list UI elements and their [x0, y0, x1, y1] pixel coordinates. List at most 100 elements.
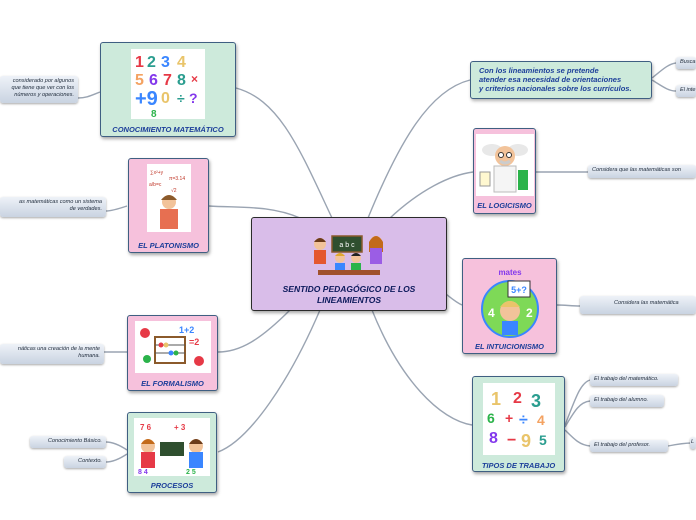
svg-text:8 4: 8 4: [138, 469, 148, 476]
note-procesos-2[interactable]: Contexto.: [64, 456, 106, 468]
node-platonismo-title: EL PLATONISMO: [138, 241, 199, 250]
note-tipos-1-text: El trabajo del matemático.: [594, 376, 659, 382]
note-intuicionismo[interactable]: Considera las matemática: [580, 296, 696, 314]
svg-text:∑x²+y: ∑x²+y: [150, 170, 164, 176]
svg-text:1+2: 1+2: [179, 325, 194, 335]
center-title-line1: SENTIDO PEDAGÓGICO DE LOS: [282, 284, 416, 294]
svg-text:√2: √2: [171, 187, 177, 194]
svg-text:5+?: 5+?: [511, 285, 527, 295]
note-formalismo-l1: náticas una creación de la mente: [17, 346, 100, 352]
svg-text:?: ?: [189, 90, 198, 106]
node-formalismo[interactable]: 1+2 =2 EL FORMALISMO: [127, 315, 218, 391]
colorful-numbers-image: 1 2 3 4 5 6 7 8 × +9 0 ÷ ? 8: [131, 49, 205, 120]
note-tipos-2[interactable]: El trabajo del alumno.: [590, 395, 664, 407]
colorful-math-symbols-image: 1 2 3 6 + ÷ 4 8 − 9 5: [482, 383, 555, 455]
note-platonismo[interactable]: as matemáticas como un sistema de verdad…: [0, 197, 106, 217]
note-conocimiento-l3: números y operaciones.: [14, 92, 74, 98]
note-procesos-2-text: Contexto.: [78, 458, 102, 464]
svg-text:=2: =2: [189, 337, 199, 347]
node-tipos-de-trabajo[interactable]: 1 2 3 6 + ÷ 4 8 − 9 5 TIPOS DE TRABAJO: [472, 376, 565, 472]
node-tipos-title: TIPOS DE TRABAJO: [481, 461, 556, 470]
node-conocimiento-title: CONOCIMIENTO MATEMÁTICO: [112, 125, 224, 134]
svg-text:8: 8: [177, 72, 186, 89]
svg-text:5: 5: [135, 72, 144, 89]
note-tipos-1[interactable]: El trabajo del matemático.: [590, 374, 678, 386]
svg-text:a/b=c: a/b=c: [149, 182, 162, 188]
svg-text:7 6: 7 6: [140, 423, 152, 432]
svg-text:2: 2: [147, 54, 156, 71]
top-note-line1: Con los lineamientos se pretende: [479, 66, 599, 75]
svg-text:π=3.14: π=3.14: [169, 176, 185, 182]
node-procesos[interactable]: 7 6 + 3 8 4 2 5 PROCESOS: [127, 412, 217, 493]
svg-text:÷: ÷: [177, 90, 185, 106]
note-conocimiento-l2: que tiene que ver con los: [11, 85, 74, 91]
abacus-image: 1+2 =2: [134, 321, 211, 373]
svg-text:+: +: [505, 410, 513, 426]
svg-text:1: 1: [491, 389, 501, 409]
center-title-line2: LINEAMIENTOS: [316, 295, 382, 305]
children-with-blackboard-image: 7 6 + 3 8 4 2 5: [134, 418, 210, 476]
svg-text:2 5: 2 5: [186, 469, 196, 476]
note-tipos-3-child-text: L: [691, 439, 695, 445]
node-logicismo-title: EL LOGICISMO: [477, 201, 532, 210]
note-logicismo[interactable]: Considera que las matemáticas son: [588, 165, 696, 178]
children-at-school-image: a b c: [310, 226, 388, 278]
note-intuicionismo-text: Considera las matemática: [614, 300, 679, 306]
svg-text:3: 3: [531, 391, 541, 411]
note-formalismo-l2: humana.: [78, 353, 100, 359]
man-with-formulas-image: ∑x²+y π=3.14 a/b=c √2: [146, 164, 191, 232]
node-intuicionismo-title: EL INTUICIONISMO: [474, 342, 545, 351]
note-tipos-3-child[interactable]: L: [690, 437, 696, 449]
svg-text:8: 8: [151, 109, 157, 119]
center-node[interactable]: a b c SENTIDO PEDAGÓGICO DE LOS LINEAMIE…: [251, 217, 447, 311]
note-tipos-3-text: El trabajo del profesor.: [594, 442, 651, 448]
note-formalismo[interactable]: náticas una creación de la mente humana.: [0, 344, 104, 364]
svg-text:9: 9: [521, 431, 531, 451]
note-top-1-text: Busca: [680, 59, 696, 65]
svg-text:5: 5: [539, 432, 547, 448]
svg-text:6: 6: [149, 72, 158, 89]
note-tipos-2-text: El trabajo del alumno.: [594, 397, 649, 403]
svg-text:+ 3: + 3: [174, 423, 186, 432]
note-conocimiento-l1: considerado por algunos: [12, 78, 74, 84]
svg-text:1: 1: [135, 54, 144, 71]
svg-text:8: 8: [489, 430, 498, 447]
note-platonismo-l2: de verdades.: [69, 206, 102, 212]
svg-text:÷: ÷: [519, 412, 528, 429]
boy-thinking-math-image: mates 4 2 5+?: [474, 265, 546, 339]
note-conocimiento[interactable]: considerado por algunos que tiene que ve…: [0, 76, 78, 103]
top-note-line3: y criterios nacionales sobre los currícu…: [479, 84, 632, 93]
note-top-2[interactable]: El inte: [676, 85, 696, 97]
svg-text:4: 4: [177, 54, 186, 71]
svg-text:4: 4: [537, 412, 545, 428]
svg-text:7: 7: [163, 72, 172, 89]
top-note[interactable]: Con los lineamientos se pretende atender…: [470, 61, 652, 99]
svg-text:−: −: [507, 432, 516, 449]
note-platonismo-l1: as matemáticas como un sistema: [18, 199, 102, 205]
node-procesos-title: PROCESOS: [150, 481, 194, 490]
node-intuicionismo[interactable]: mates 4 2 5+? EL INTUICIONISMO: [462, 258, 557, 354]
svg-text:0: 0: [161, 90, 170, 107]
svg-text:×: ×: [191, 72, 198, 86]
svg-text:6: 6: [487, 410, 495, 426]
node-formalismo-title: EL FORMALISMO: [141, 379, 204, 388]
scientist-cartoon-image: [475, 134, 534, 196]
svg-text:+9: +9: [135, 88, 158, 110]
svg-text:4: 4: [488, 306, 495, 320]
svg-text:2: 2: [526, 306, 533, 320]
node-conocimiento-matematico[interactable]: 1 2 3 4 5 6 7 8 × +9 0 ÷ ? 8 CONOCIMIENT…: [100, 42, 236, 137]
node-platonismo[interactable]: ∑x²+y π=3.14 a/b=c √2 EL PLATONISMO: [128, 158, 209, 253]
note-procesos-1-text: Conocimiento Básico.: [47, 438, 102, 444]
note-procesos-1[interactable]: Conocimiento Básico.: [30, 436, 106, 448]
svg-text:mates: mates: [498, 268, 522, 277]
node-logicismo[interactable]: EL LOGICISMO: [473, 128, 536, 214]
note-tipos-3[interactable]: El trabajo del profesor.: [590, 440, 668, 452]
svg-text:3: 3: [161, 54, 170, 71]
top-note-line2: atender esa necesidad de orientaciones: [479, 75, 622, 84]
note-top-1[interactable]: Busca: [676, 57, 696, 69]
note-logicismo-text: Considera que las matemáticas son: [592, 167, 681, 173]
svg-text:a b c: a b c: [339, 242, 355, 249]
svg-text:2: 2: [513, 390, 522, 407]
